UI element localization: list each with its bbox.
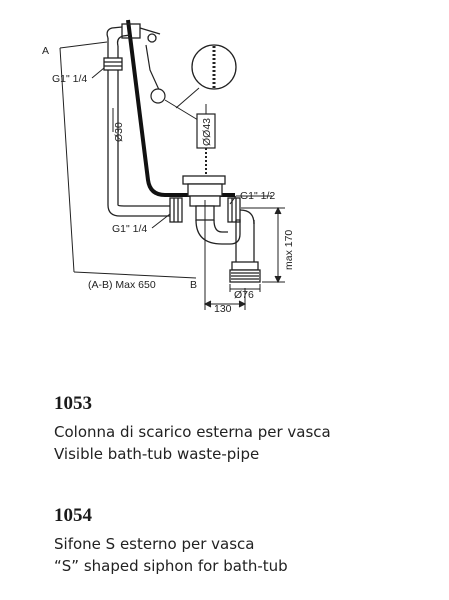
thread-right-label: G1" 1/2 xyxy=(240,190,275,202)
overflow-column xyxy=(103,26,170,217)
description-english: “S” shaped siphon for bath-tub xyxy=(54,557,288,575)
dim-max170 xyxy=(241,206,285,284)
label-a: A xyxy=(42,45,49,57)
thread-upper-label: G1" 1/4 xyxy=(52,73,87,85)
outlet-diameter-label: Ø76 xyxy=(234,289,254,301)
span-label: (A-B) Max 650 xyxy=(88,279,156,291)
label-b: B xyxy=(190,279,197,291)
dim-76 xyxy=(229,284,261,292)
waste-plug xyxy=(182,175,226,221)
valve-stem xyxy=(196,113,216,176)
chain xyxy=(145,44,199,121)
span-line xyxy=(59,41,206,300)
thread-lower-label: G1" 1/4 xyxy=(112,223,147,235)
width-dim-label: 130 xyxy=(214,303,232,315)
product-code: 1054 xyxy=(54,505,92,526)
right-nut xyxy=(227,197,241,223)
detail-circle xyxy=(175,44,237,109)
height-max-label: max 170 xyxy=(283,230,295,270)
description-italian: Colonna di scarico esterna per vasca xyxy=(54,423,331,441)
leader-lines xyxy=(91,67,272,229)
left-nut xyxy=(169,197,183,223)
bathtub-wall xyxy=(126,19,235,197)
description-italian: Sifone S esterno per vasca xyxy=(54,535,255,553)
product-code: 1053 xyxy=(54,393,92,414)
pipe-diameter-label: Ø30 xyxy=(113,122,125,142)
overflow-cap xyxy=(121,23,161,43)
product-1053: 1053 Colonna di scarico esterna per vasc… xyxy=(54,393,444,465)
product-1054: 1054 Sifone S esterno per vasca “S” shap… xyxy=(54,505,444,577)
s-siphon xyxy=(195,209,261,283)
description-english: Visible bath-tub waste-pipe xyxy=(54,445,260,463)
technical-drawing: A B G1" 1/4 G1" 1/4 G1" 1/2 Ø30 ØØ43 max… xyxy=(42,19,295,315)
valve-diameter-label: ØØ43 xyxy=(201,118,213,146)
